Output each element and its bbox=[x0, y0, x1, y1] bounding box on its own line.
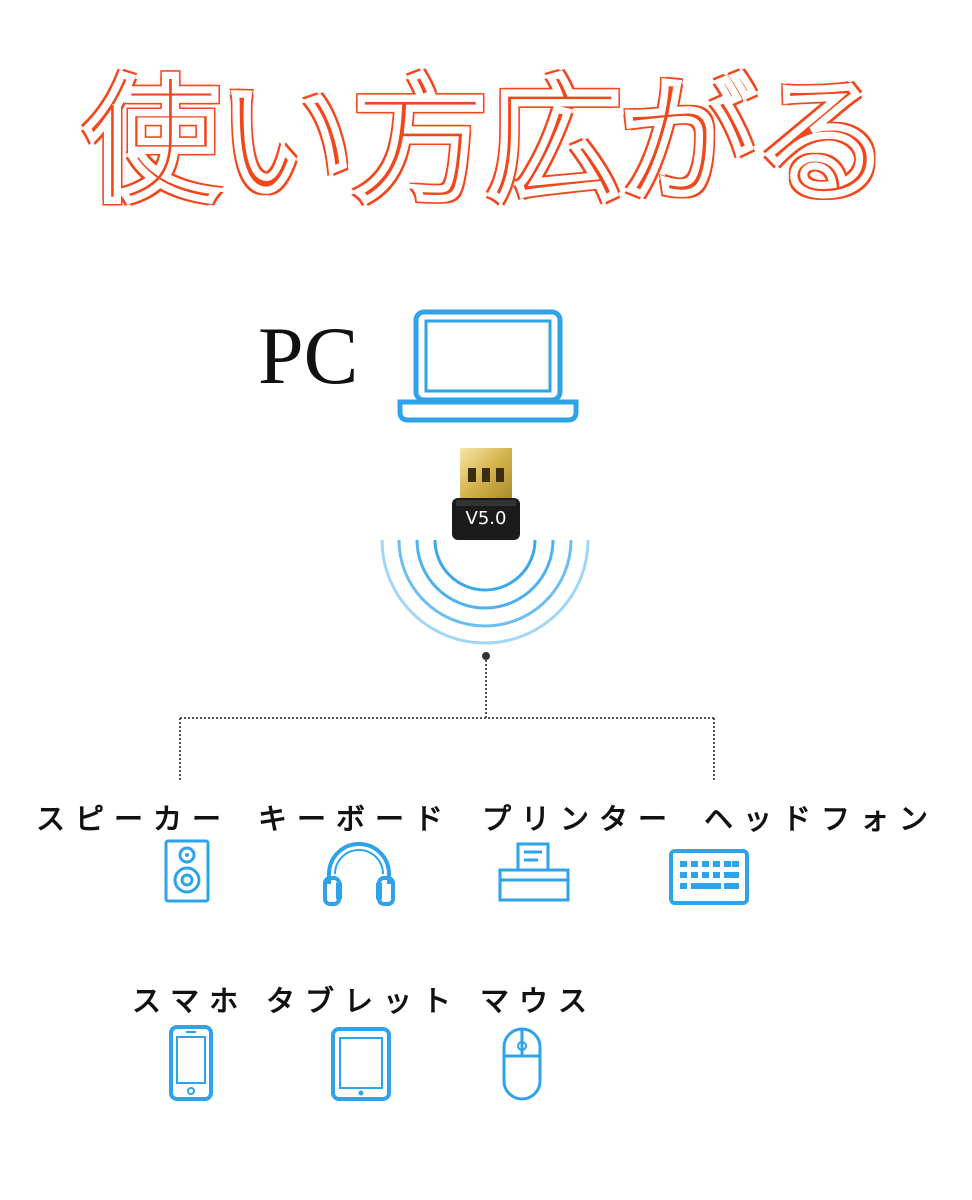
keyboard-icon bbox=[668, 848, 750, 906]
device-label-smartphone: スマホ bbox=[132, 984, 249, 1018]
device-label-printer: プリンター bbox=[482, 802, 678, 836]
adapter-version-label: V5.0 bbox=[465, 508, 507, 529]
printer-icon bbox=[496, 840, 572, 904]
headphones-icon bbox=[320, 838, 398, 908]
connection-tree-lines bbox=[170, 648, 730, 788]
bluetooth-adapter-icon bbox=[448, 446, 524, 542]
device-label-headphones: ヘッドフォン bbox=[704, 802, 939, 836]
laptop-icon bbox=[396, 308, 580, 424]
headline: 使い方広がる bbox=[83, 63, 892, 224]
device-label-speaker: スピーカー bbox=[36, 802, 232, 836]
pc-label: PC bbox=[258, 310, 359, 401]
mouse-icon bbox=[500, 1026, 544, 1102]
tablet-icon bbox=[330, 1026, 392, 1102]
device-label-mouse: マウス bbox=[480, 984, 598, 1018]
device-label-keyboard: キーボード bbox=[258, 802, 454, 836]
device-label-tablet: タブレット bbox=[266, 984, 462, 1018]
smartphone-icon bbox=[168, 1024, 214, 1102]
signal-waves-icon bbox=[372, 520, 598, 650]
speaker-icon bbox=[162, 838, 212, 904]
